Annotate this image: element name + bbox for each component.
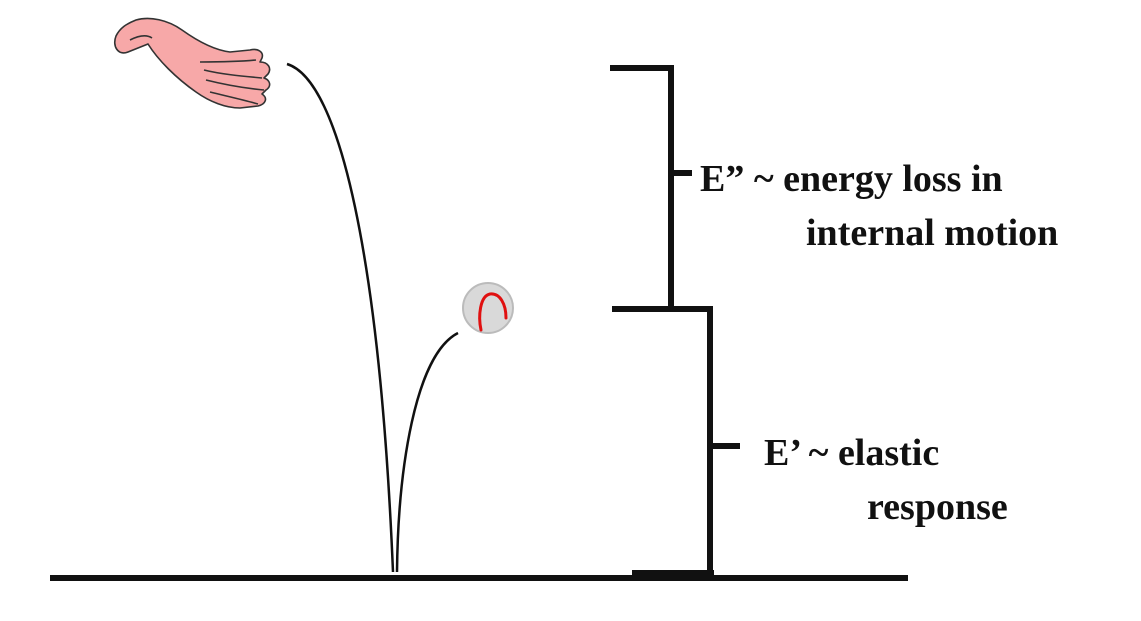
- energy-loss-label-line2: internal motion: [806, 212, 1059, 254]
- energy-loss-label-line1: E” ~ energy loss in: [700, 158, 1003, 200]
- energy-loss-bracket: [610, 65, 712, 312]
- ground-thick-segment: [632, 570, 714, 580]
- drop-trajectory: [286, 62, 395, 573]
- elastic-label-line1: E’ ~ elastic: [764, 432, 940, 474]
- ball-icon: [462, 282, 514, 334]
- rebound-trajectory: [395, 331, 459, 573]
- elastic-label-line2: response: [867, 486, 1008, 528]
- elastic-response-bracket: [707, 306, 740, 578]
- open-hand-icon: [113, 17, 271, 109]
